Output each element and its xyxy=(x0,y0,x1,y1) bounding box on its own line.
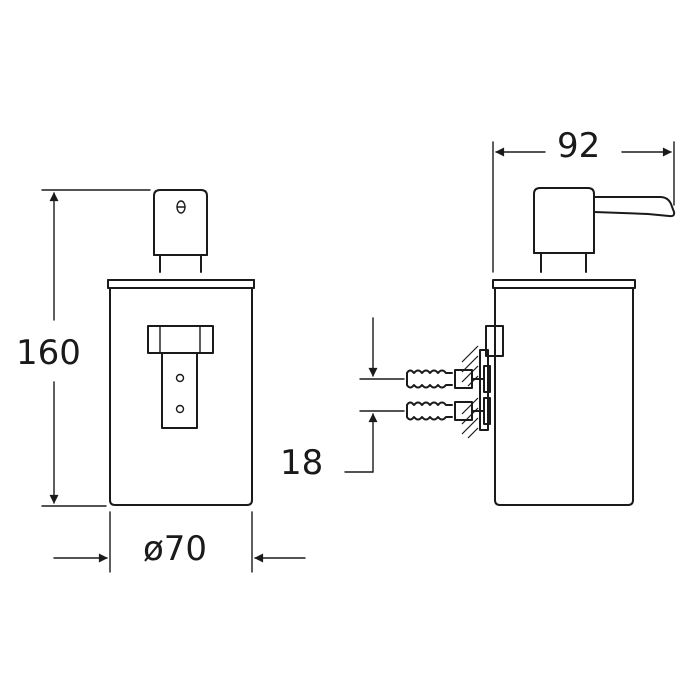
wall-mount-detail xyxy=(406,345,491,439)
front-wall-bracket xyxy=(147,325,214,429)
wall-plate xyxy=(479,349,489,431)
front-pump-screw-icon xyxy=(176,200,186,214)
side-pump-spout xyxy=(593,196,676,218)
front-pump-neck xyxy=(159,254,202,273)
diameter-dimension: ø70 xyxy=(53,511,306,573)
lower-screw xyxy=(406,397,491,425)
screw-spacing-dimension: 18 xyxy=(280,317,405,483)
side-bottle-body xyxy=(492,279,636,506)
front-bottle-body xyxy=(107,279,255,506)
height-label: 160 xyxy=(16,333,81,373)
front-view xyxy=(107,189,255,506)
height-dimension: 160 xyxy=(16,189,151,507)
screw-spacing-label: 18 xyxy=(280,443,323,483)
wall-hatching xyxy=(461,345,479,439)
upper-screw xyxy=(406,365,491,393)
diameter-label: ø70 xyxy=(143,529,207,569)
side-bracket-tab xyxy=(485,325,504,357)
depth-dimension: 92 xyxy=(492,126,675,273)
side-pump-neck xyxy=(540,252,587,273)
front-pump-head xyxy=(153,189,208,256)
side-view xyxy=(485,187,676,506)
side-pump-head xyxy=(533,187,595,254)
depth-label: 92 xyxy=(557,126,600,166)
